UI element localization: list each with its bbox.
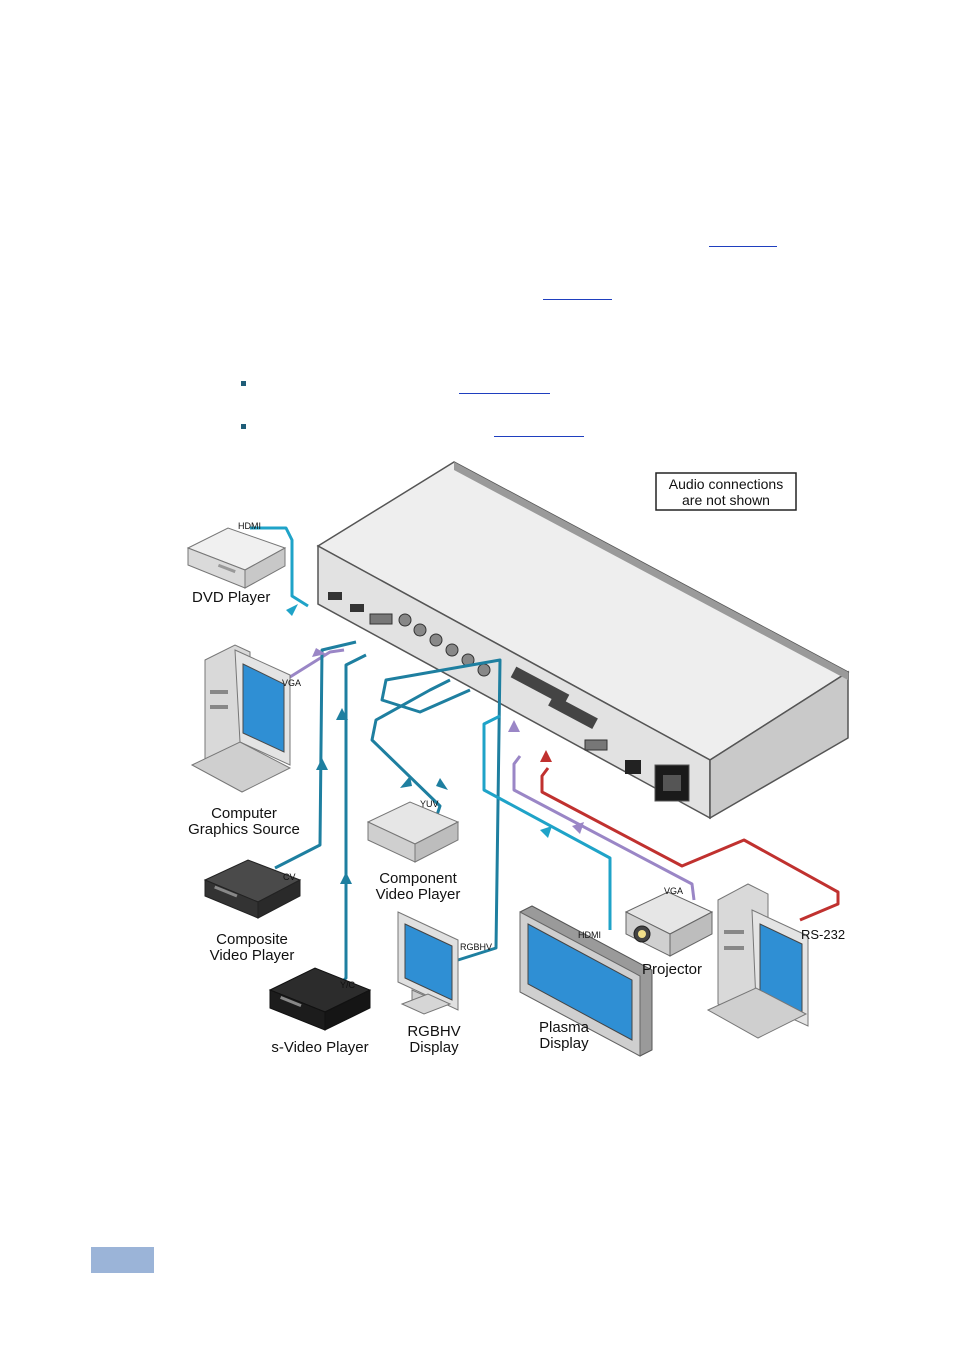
label-vga-out: VGA (664, 886, 683, 896)
bnc-port (477, 663, 491, 677)
bnc-port (398, 613, 412, 627)
link-underline-3[interactable] (459, 393, 550, 394)
switcher-handle (454, 462, 848, 680)
switcher-side (709, 670, 849, 820)
arrow-markers (286, 604, 584, 884)
label-yuv: YUV (420, 799, 439, 809)
hdmi-input-cable (250, 526, 309, 608)
label-rs232: RS-232 (801, 927, 845, 942)
label-rgbhv-1: RGBHV (407, 1023, 460, 1040)
computer-source (190, 644, 292, 793)
label-computer-1: Computer (211, 805, 277, 822)
plasma-display (519, 905, 653, 1057)
svideo-player (268, 967, 372, 1031)
bnc-port (413, 623, 427, 637)
link-underline-4[interactable] (494, 436, 584, 437)
label-plasma-1: Plasma (539, 1019, 590, 1036)
rs232-cable (540, 767, 840, 922)
notice-line-2: are not shown (682, 492, 770, 508)
notice-box: Audio connections are not shown (655, 472, 797, 511)
bullet-marker-1 (241, 381, 246, 386)
vga-input-cable (281, 648, 345, 684)
control-pc (706, 883, 809, 1039)
rgbhv-display (397, 911, 459, 1015)
hdmi-output-cable (482, 714, 612, 930)
label-composite-1: Composite (216, 931, 288, 948)
power-socket-inner (663, 775, 681, 791)
label-svideo-player: s-Video Player (271, 1039, 368, 1056)
label-hdmi-out: HDMI (578, 930, 601, 940)
link-underline-1[interactable] (709, 246, 777, 247)
label-computer-2: Graphics Source (188, 821, 300, 838)
yuv-cable (370, 678, 451, 819)
label-hdmi-in: HDMI (238, 521, 261, 531)
rgbhv-cable (380, 658, 502, 962)
cv-cable (274, 640, 357, 870)
page-number-tab (91, 1247, 154, 1273)
terminal-block (548, 694, 598, 730)
link-underline-2[interactable] (543, 299, 612, 300)
label-plasma-2: Display (539, 1035, 589, 1052)
label-vga-in: VGA (282, 678, 301, 688)
ethernet-port (625, 760, 641, 774)
vga-out-port (584, 739, 608, 751)
bnc-port (429, 633, 443, 647)
label-projector: Projector (642, 961, 702, 978)
label-composite-2: Video Player (210, 947, 295, 964)
label-component-1: Component (379, 870, 457, 887)
dvd-player (186, 527, 287, 589)
vga-in-port (369, 613, 393, 625)
notice-line-1: Audio connections (669, 476, 783, 492)
label-rgbhv-cable: RGBHV (460, 942, 492, 952)
label-dvd-player: DVD Player (192, 589, 270, 606)
label-cv: CV (283, 872, 296, 882)
component-player (366, 801, 460, 863)
yc-cable (338, 653, 367, 986)
bnc-port (445, 643, 459, 657)
switcher-unit (316, 461, 850, 820)
composite-player (203, 859, 302, 919)
label-yc: Y/C (340, 980, 356, 990)
projector (624, 891, 714, 957)
hdmi-in-port-2 (350, 604, 364, 612)
label-rgbhv-2: Display (409, 1039, 459, 1056)
label-component-2: Video Player (376, 886, 461, 903)
hdmi-in-port-1 (328, 592, 342, 600)
vga-output-cable (512, 755, 696, 901)
bullet-marker-2 (241, 424, 246, 429)
